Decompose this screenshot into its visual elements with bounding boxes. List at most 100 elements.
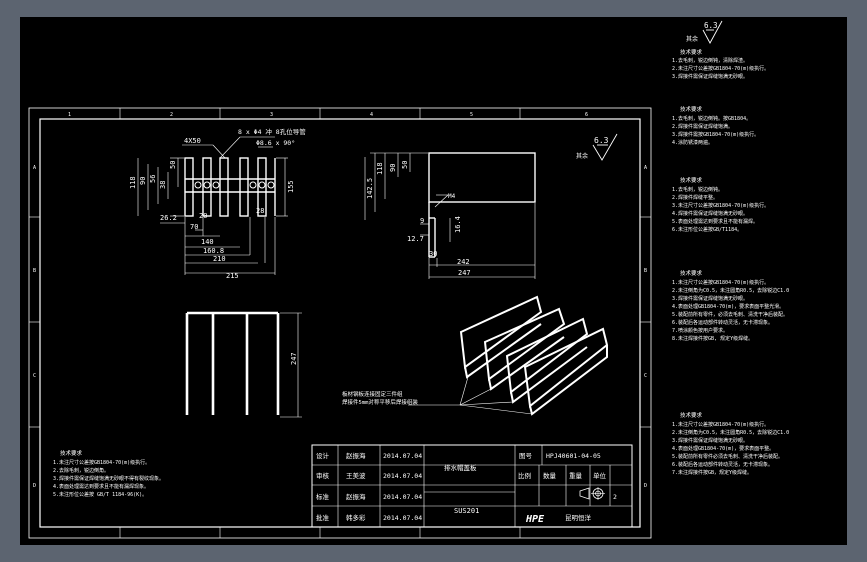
zone-letter-a-right: A [644,165,647,171]
right-block-3-line-1: 1.去毛刺，锐边倒钝。 [672,186,723,193]
plan-dim-155: 155 [287,180,295,193]
right-block-5-title: 技术要求 [680,411,703,419]
zone-letter-c-right: C [644,373,647,379]
plan-dim-90: 90 [139,177,147,185]
roughness-note: 其余 [576,152,588,160]
plan-dim-215: 215 [226,272,239,280]
right-block-5-line-6: 6.装配后各运动部件转动灵活，无卡滞现象。 [672,461,773,468]
plan-hole-note: 8 x Φ4 冲 8孔位导管 [238,127,306,136]
right-block-5-line-1: 1.未注尺寸公差按GB1804-70(m)级执行。 [672,421,769,428]
cad-viewport[interactable]: 1 2 3 4 5 6 A B C D A B C D 6.3 其余 [20,17,847,545]
tb-date-2: 2014.07.04 [383,472,422,480]
tb-date-3: 2014.07.04 [383,493,422,501]
right-block-4-title: 技术要求 [680,269,703,277]
side-dim-247: 247 [458,269,471,277]
left-tech-requirements: 技术要求 1.未注尺寸公差按GB1804-70(m)级执行。 2.去除毛刺，锐边… [53,449,164,498]
plan-dim-70: 70 [190,223,198,231]
plan-dim-50: 50 [169,161,177,169]
plan-dim-26-2: 26.2 [160,214,177,222]
right-roughness-note: 其余 [686,35,698,43]
right-notes-block-4: 技术要求 1.未注尺寸公差按GB1804-70(m)级执行。 2.未注倒角为C0… [672,269,789,342]
side-dim-242: 242 [457,258,470,266]
plan-dim-28: 28 [256,207,264,215]
right-block-2-line-1: 1.去毛刺，锐边倒钝。按GB1804。 [672,115,751,122]
left-tech-title: 技术要求 [60,449,83,457]
side-dim-50: 50 [401,161,409,169]
zone-letter-a: A [33,165,36,171]
right-block-4-line-6: 6.装配后各运动部件转动灵活，无卡滞现象。 [672,319,773,326]
zone-letter-d-right: D [644,483,647,489]
right-block-4-line-2: 2.未注倒角为C0.5，未注圆角R0.5，去除锐边C1.0 [672,287,789,294]
tb-role-design: 设计 [316,451,330,460]
right-block-3-line-3: 3.未注尺寸公差按GB1804-70(m)级执行。 [672,202,769,209]
right-roughness-value: 6.3 [704,21,718,30]
right-block-3-title: 技术要求 [680,176,703,184]
plan-dim-20: 20 [199,212,207,220]
right-block-5-line-3: 3.焊接件需保证焊缝饱满无砂眼。 [672,437,748,444]
right-notes-block-5: 技术要求 1.未注尺寸公差按GB1804-70(m)级执行。 2.未注倒角为C0… [672,411,789,476]
tb-date-1: 2014.07.04 [383,452,422,460]
side-dim-118: 118 [376,162,384,175]
right-block-5-line-5: 5.装配前所有零件必须去毛刺、清洗干净后装配。 [672,453,783,460]
tb-sheet: 2 [613,493,617,501]
tb-name-2: 王美波 [346,471,366,480]
right-notes-block-3: 技术要求 1.去毛刺，锐边倒钝。 2.焊接件焊缝平整。 3.未注尺寸公差按GB1… [672,176,769,233]
roughness-value: 6.3 [594,136,609,145]
plan-view [137,136,288,275]
roughness-symbol: 6.3 其余 [576,133,618,161]
tb-name-1: 赵振海 [346,451,366,460]
plan-dim-160-8: 160.8 [203,247,224,255]
tb-company-name: 昆明恒洋 [565,513,592,522]
tb-role-approve: 批准 [316,513,330,522]
tb-role-review: 审核 [316,471,330,480]
right-block-3-line-4: 4.焊接件需保证焊缝饱满无砂眼。 [672,210,748,217]
isometric-view [408,295,609,416]
right-block-3-line-2: 2.焊接件焊缝平整。 [672,194,718,201]
tb-col-qty: 数量 [543,471,557,480]
plan-dim-140: 140 [201,238,214,246]
plan-dim-210: 210 [213,255,226,263]
front-view [185,311,302,418]
front-dim-247: 247 [290,352,298,365]
plan-dim-38: 38 [159,181,167,189]
tb-col-weight: 重量 [569,472,583,480]
iso-note-1: 板材钢板连接固定三件组 [342,390,403,398]
tb-part-name: 排水帽盖板 [444,463,477,472]
left-tech-line-3: 3.焊接件需保证焊缝饱满无砂眼不得有裂纹现象。 [53,475,164,482]
zone-letter-c: C [33,373,36,379]
side-dim-90: 90 [389,164,397,172]
tb-col-scale: 比例 [518,471,531,480]
title-block [311,444,633,528]
left-tech-line-1: 1.未注尺寸公差按GB1804-70(m)级执行。 [53,459,150,466]
right-block-4-line-5: 5.装配前所有零件，必须去毛刺、清洗干净后装配。 [672,311,788,318]
zone-number-2: 2 [170,112,173,118]
zone-number-4: 4 [370,112,373,118]
plan-dim-4x50: 4X50 [184,137,201,145]
side-dim-m4: M4 [448,193,456,200]
iso-note-2: 焊接件5mm对称平移后焊接组装 [342,398,418,406]
right-block-4-line-7: 7.喷涂颜色按用户要求。 [672,327,728,334]
right-block-5-line-7: 7.未注焊接件按GB，规定Y级焊缝。 [672,469,752,476]
tb-date-4: 2014.07.04 [383,514,422,522]
right-block-4-line-4: 4.表面处理GB1804-70(m)，要求表面平整光滑。 [672,303,784,310]
left-tech-line-4: 4.表面处理需达到要求且不能有漏焊现象。 [53,483,149,490]
zone-letter-b-right: B [644,268,647,274]
zone-number-1: 1 [68,112,71,118]
plan-countersink-note: Φ8.6 x 90° [256,139,295,147]
tb-name-3: 赵振海 [346,492,366,501]
right-block-5-line-4: 4.表面处理GB1804-70(m)，要求表面平整。 [672,445,774,452]
right-block-3-line-6: 6.未注形位公差按GB/T1184。 [672,226,742,233]
right-roughness-symbol: 6.3 其余 [686,20,723,44]
plan-dim-56: 56 [149,175,157,183]
tb-col-unit: 单位 [593,471,607,480]
right-block-2-title: 技术要求 [680,105,703,113]
side-dim-142-5: 142.5 [366,178,374,199]
tb-company-logo: HPE [525,514,545,525]
zone-letter-d: D [33,483,36,489]
right-block-4-line-8: 8.未注焊接件按GB, 规定Y级焊缝。 [672,335,753,342]
right-block-4-line-3: 3.焊接件需保证焊缝饱满无砂眼。 [672,295,748,302]
side-dim-12-7: 12.7 [407,235,424,243]
side-dim-30: 30 [429,250,437,258]
side-dim-16-4: 16.4 [454,216,462,233]
right-block-1-title: 技术要求 [680,48,703,56]
